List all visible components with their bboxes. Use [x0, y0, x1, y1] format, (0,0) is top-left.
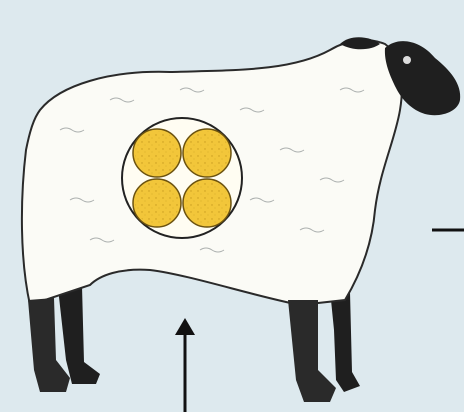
- cell-inset: [122, 118, 242, 238]
- cell-texture: [185, 131, 229, 175]
- eye: [403, 56, 411, 64]
- far-front-leg: [330, 290, 360, 392]
- cell-texture: [135, 181, 179, 225]
- far-hind-leg: [58, 286, 100, 384]
- near-front-leg: [288, 300, 336, 402]
- cell-texture: [135, 131, 179, 175]
- arrow-up-icon: [175, 318, 195, 412]
- cell-texture: [185, 181, 229, 225]
